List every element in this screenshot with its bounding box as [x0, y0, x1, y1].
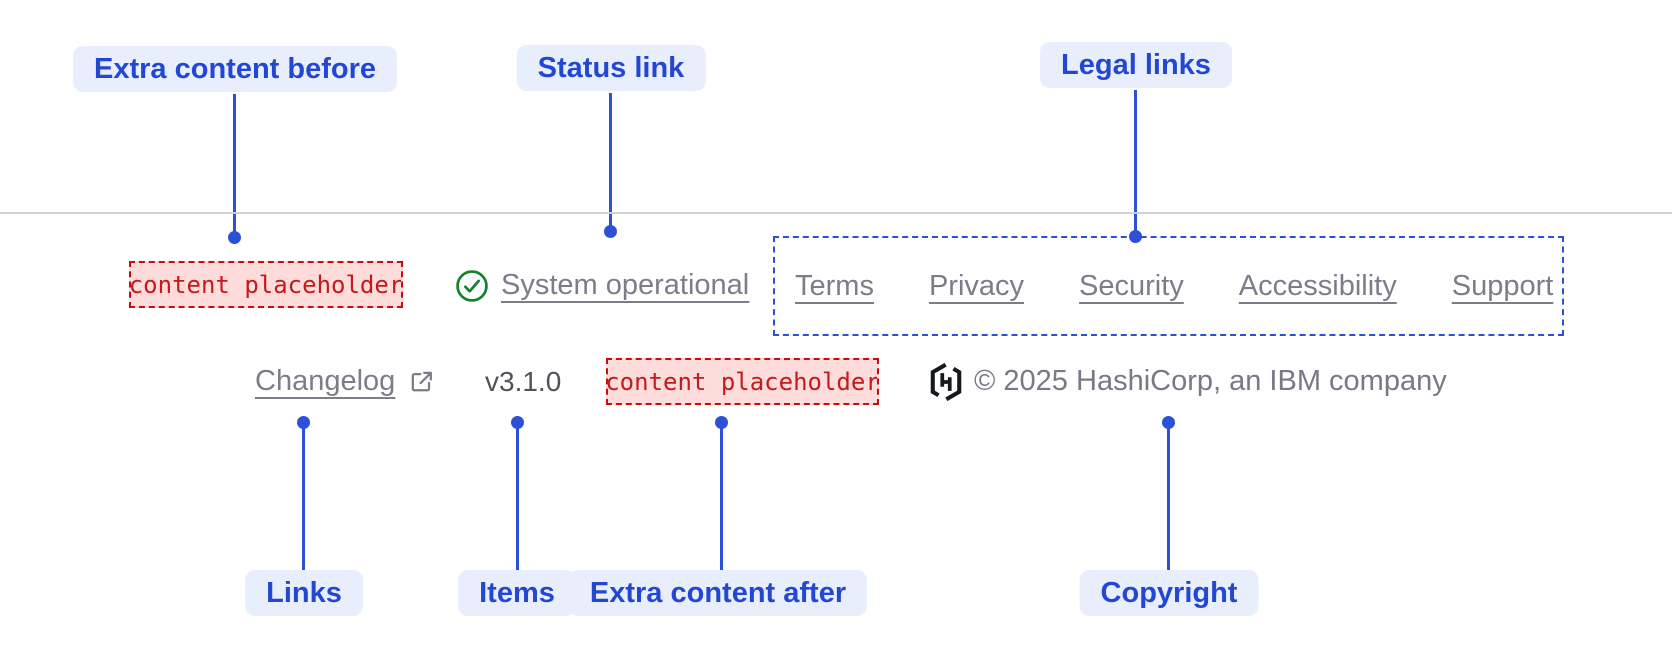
connector-dot [604, 225, 617, 238]
legal-links-region: Terms Privacy Security Accessibility Sup… [773, 236, 1564, 336]
changelog-link[interactable]: Changelog [255, 358, 435, 405]
connector-line [1167, 428, 1170, 570]
annotation-status-link: Status link [516, 45, 706, 91]
copyright-text: © 2025 HashiCorp, an IBM company [974, 365, 1447, 397]
connector-dot [228, 231, 241, 244]
annotation-extra-content-before: Extra content before [73, 46, 397, 92]
hashicorp-logo[interactable] [929, 363, 963, 401]
connector-dot [511, 416, 524, 429]
status-link[interactable]: System operational [455, 262, 749, 309]
annotation-copyright: Copyright [1079, 570, 1259, 616]
connector-dot [715, 416, 728, 429]
annotation-legal-links: Legal links [1040, 42, 1232, 88]
connector-line [516, 428, 519, 570]
annotation-links: Links [245, 570, 363, 616]
external-link-icon [408, 368, 435, 395]
connector-line [233, 94, 236, 232]
legal-link-accessibility[interactable]: Accessibility [1238, 269, 1397, 302]
annotation-extra-content-after: Extra content after [568, 570, 868, 616]
connector-line [302, 428, 305, 570]
annotation-items: Items [458, 570, 576, 616]
extra-content-after-placeholder: content placeholder [606, 358, 879, 405]
footer-top-divider [0, 212, 1672, 214]
connector-line [720, 428, 723, 570]
version-item: v3.1.0 [485, 366, 562, 397]
legal-link-terms[interactable]: Terms [795, 269, 874, 302]
status-link-label: System operational [501, 269, 750, 301]
connector-line [609, 93, 612, 227]
connector-dot [1162, 416, 1175, 429]
extra-content-before-placeholder: content placeholder [129, 261, 403, 308]
connector-dot [297, 416, 310, 429]
legal-link-security[interactable]: Security [1079, 269, 1184, 302]
changelog-link-label: Changelog [255, 365, 396, 397]
check-circle-icon [455, 269, 489, 303]
legal-link-privacy[interactable]: Privacy [928, 269, 1025, 302]
connector-line [1134, 90, 1137, 232]
legal-link-support[interactable]: Support [1451, 269, 1554, 302]
